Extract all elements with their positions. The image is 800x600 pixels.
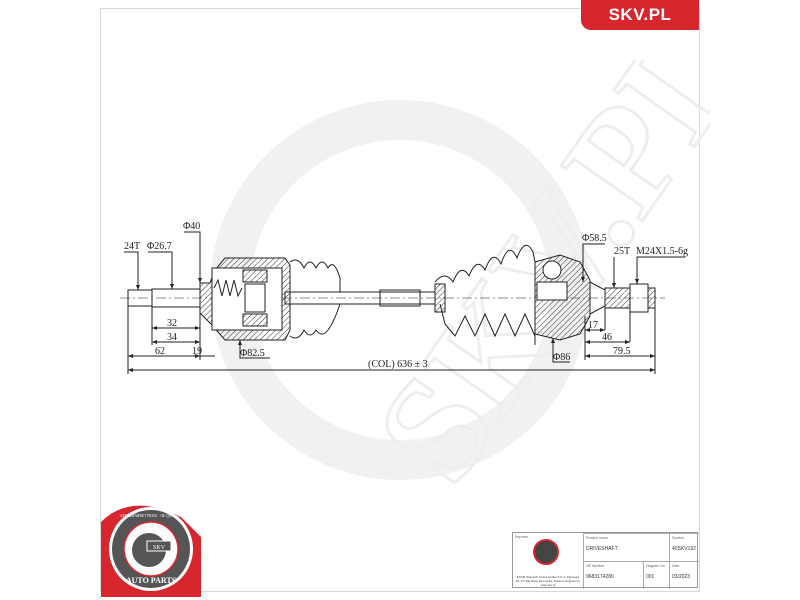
drawing-frame (100, 8, 700, 592)
product-name-cell: Product name DRIVESHAFT (583, 533, 669, 561)
brand-logo: SKV.PL (581, 0, 699, 30)
skv-auto-parts-badge: SKV AUTO PARTS AFTERMARKET PRICE · OE QU… (101, 505, 201, 597)
dim-19: 19 (192, 346, 202, 357)
diagram-no-value: 001 (646, 574, 655, 580)
oe-number-label: OE Number (586, 564, 605, 568)
right-spline (604, 287, 631, 309)
badge-top-text: AFTERMARKET PRICE · OE QUALITY (120, 514, 183, 518)
symbol-cell: Symbol 40SKV192 (669, 533, 699, 561)
inner-boot (289, 259, 341, 292)
dim-32: 32 (167, 318, 177, 329)
dim-dia-58-5: Φ58.5 (582, 233, 607, 244)
badge-center-text: SKV (153, 545, 166, 551)
dim-24t: 24T (124, 241, 140, 252)
date-label: Date (672, 564, 680, 568)
dim-46: 46 (602, 332, 612, 343)
symbol-value: 40SKV192 (672, 546, 696, 552)
tripod (244, 283, 266, 313)
dim-dia-40: Φ40 (183, 221, 200, 232)
outer-boot (434, 244, 536, 284)
dim-dia-26-7: Φ26.7 (147, 241, 172, 252)
importer-cell: Importer ESKM Wojciech Ćwiek spółka S.K.… (513, 533, 583, 589)
spring (213, 278, 243, 298)
dim-62: 62 (155, 346, 165, 357)
importer-label: Importer (515, 535, 529, 539)
diagram-no-cell: Diagram No 001 (643, 561, 669, 589)
badge-bottom-text: AUTO PARTS (126, 576, 177, 585)
oe-number-cell: OE Number 9683174280 (583, 561, 643, 589)
symbol-label: Symbol (672, 536, 684, 540)
product-name-label: Product name (586, 536, 608, 540)
title-block: Importer ESKM Wojciech Ćwiek spółka S.K.… (512, 532, 699, 589)
date-cell: Date 03/2023 (669, 561, 699, 589)
tripod-roller (242, 269, 268, 283)
oe-number-value: 9683174280 (586, 574, 614, 580)
importer-seal-logo (533, 539, 559, 565)
dim-34: 34 (167, 332, 177, 343)
dim-25t: 25T (614, 246, 630, 257)
date-value: 03/2023 (672, 574, 691, 580)
dim-dia-86: Φ86 (553, 352, 570, 363)
dim-dia-82-5: Φ82.5 (240, 348, 265, 359)
dim-17: 17 (588, 320, 598, 331)
dim-total-length: (COL) 636 ± 3 (368, 359, 428, 370)
diagram-no-label: Diagram No (646, 564, 665, 568)
importer-address: ESKM Wojciech Ćwiek spółka S.K.A. Papies… (515, 575, 581, 587)
dim-thread: M24X1.5-6g (636, 246, 688, 257)
dim-79-5: 79.5 (613, 346, 631, 357)
product-name: DRIVESHAFT (586, 546, 618, 552)
